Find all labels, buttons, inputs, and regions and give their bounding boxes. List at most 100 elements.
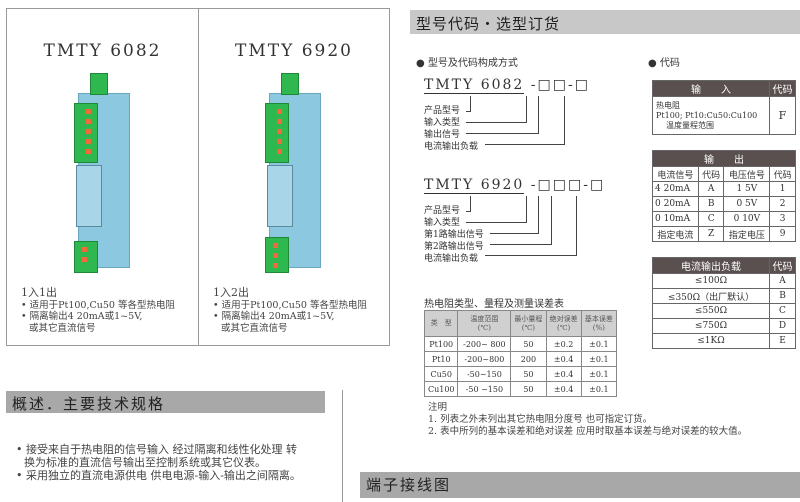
- note: 1. 列表之外未列出其它热电阻分度号 也可指定订货。: [428, 414, 653, 425]
- model-text: TMTY 6082: [424, 77, 525, 94]
- bullet-cont: 或其它直流信号: [29, 322, 96, 334]
- codes-title-text: 代码: [659, 58, 680, 69]
- header: 基本误差 (%): [580, 310, 618, 337]
- label: 产品型号: [424, 206, 461, 216]
- label: 第1路输出信号: [424, 230, 484, 240]
- cell: 1: [769, 181, 796, 197]
- cell: Cu50: [423, 366, 459, 382]
- codes-title: ● 代码: [648, 58, 680, 69]
- product-image: [259, 73, 329, 273]
- cell: D: [769, 318, 796, 334]
- product-title: TMTY 6920: [235, 41, 353, 61]
- cell: ±0.1: [580, 336, 618, 352]
- cell: ≤550Ω: [652, 303, 770, 319]
- bullet-cont: 或其它直流信号: [221, 322, 288, 334]
- cell: Z: [697, 226, 725, 242]
- header: 代码: [769, 257, 796, 274]
- notes: 注明 1. 列表之外未列出其它热电阻分度号 也可指定订货。 2. 表中所列的基本…: [428, 402, 747, 438]
- bullet: 隔离输出4 20mA或1~5V,: [221, 311, 335, 322]
- code-suffix: -□□□-□: [530, 177, 606, 193]
- subheader: 电流信号: [652, 166, 699, 182]
- cell: -200~ 800: [457, 336, 512, 352]
- product-io: 1入2出: [213, 286, 249, 299]
- label: 输入类型: [424, 218, 461, 228]
- cell: 200: [510, 351, 547, 367]
- composition-title-text: 型号及代码构成方式: [427, 58, 518, 69]
- header: 温度范围 (℃): [457, 310, 512, 337]
- cell: -200~800: [457, 351, 512, 367]
- cell: C: [697, 211, 725, 227]
- composition-title: ● 型号及代码构成方式: [416, 58, 518, 69]
- cell: A: [769, 273, 796, 289]
- cell: ±0.2: [545, 336, 582, 352]
- overview-header: 概述．主要技术规格: [6, 391, 325, 413]
- desc: 热电阻: [656, 100, 680, 110]
- header: 代码: [769, 80, 796, 97]
- subheader: 代码: [697, 166, 725, 182]
- cell: -50~150: [457, 366, 512, 382]
- desc: Pt100; Pt10:Cu50:Cu100: [656, 110, 758, 120]
- error-table: 类 型温度范围 (℃)最小量程 (℃)绝对误差 (℃)基本误差 (%) Pt10…: [423, 310, 618, 397]
- cell: 4 20mA: [652, 181, 699, 197]
- bullet: 采用独立的直流电源供电 供电电源-输入-输出之间隔离。: [26, 469, 301, 482]
- desc: 温度量程范围: [666, 120, 714, 130]
- label: 电流输出负载: [424, 142, 479, 152]
- cell: 50: [510, 336, 547, 352]
- error-table-title: 热电阻类型、量程及测量误差表: [424, 299, 564, 310]
- cell: ±0.4: [545, 381, 582, 397]
- cell: ±0.1: [580, 366, 618, 382]
- terminal-header: 端子接线图: [360, 472, 800, 498]
- code2-labels: 产品型号 输入类型 第1路输出信号 第2路输出信号 电流输出负载: [424, 205, 484, 265]
- ordering-header: 型号代码・选型订货: [410, 10, 800, 34]
- bullet: 适用于Pt100,Cu50 等各型热电阻: [221, 299, 367, 311]
- cell: -50 ~150: [457, 381, 512, 397]
- cell: A: [697, 181, 725, 197]
- code1-labels: 产品型号 输入类型 输出信号 电流输出负载: [424, 105, 478, 153]
- subheader: 电压信号: [723, 166, 771, 182]
- cell: ±0.4: [545, 351, 582, 367]
- product-title: TMTY 6082: [43, 41, 162, 61]
- product-description: 1入2出 • 适用于Pt100,Cu50 等各型热电阻 • 隔离输出4 20mA…: [213, 286, 367, 334]
- label: 第2路输出信号: [424, 242, 484, 252]
- cell: ±0.1: [580, 351, 618, 367]
- header: 最小量程 (℃): [510, 310, 547, 337]
- header: 输 出: [652, 150, 796, 167]
- product-description: 1入1出 • 适用于Pt100,Cu50 等各型热电阻 • 隔离输出4 20mA…: [21, 286, 175, 334]
- cell: ±0.4: [545, 366, 582, 382]
- cell: 指定电压: [723, 226, 771, 242]
- bullet: 隔离输出4 20mA或1~5V,: [29, 311, 143, 322]
- cell: 9: [769, 226, 796, 242]
- cell: 50: [510, 381, 547, 397]
- cell: 0 10V: [723, 211, 771, 227]
- cell: ≤350Ω（出厂默认）: [652, 288, 770, 304]
- cell: 3: [769, 211, 796, 227]
- cell: 0 20mA: [652, 196, 699, 212]
- product-io: 1入1出: [21, 286, 57, 299]
- notes-title: 注明: [428, 402, 448, 413]
- cell: Pt100: [423, 336, 459, 352]
- cell: B: [697, 196, 725, 212]
- header: 绝对误差 (℃): [545, 310, 582, 337]
- label: 产品型号: [424, 106, 461, 116]
- overview-bullets: • 接受来自于热电阻的信号输入 经过隔离和线性化处理 转 换为标准的直流信号输出…: [16, 443, 336, 482]
- label: 电流输出负载: [424, 254, 479, 264]
- bullet-cont: 换为标准的直流信号输出至控制系统或其它仪表。: [24, 456, 266, 469]
- product-card-6920: TMTY 6920 1入2出 • 适用于Pt100,Cu50 等各型热电阻 • …: [198, 8, 390, 346]
- cell: ≤750Ω: [652, 318, 770, 334]
- cell: 0 5V: [723, 196, 771, 212]
- header: 输 入: [652, 80, 770, 97]
- divider: [342, 390, 343, 502]
- cell: E: [769, 333, 796, 349]
- label: 输入类型: [424, 118, 461, 128]
- code-suffix: -□□-□: [530, 77, 590, 93]
- label: 输出信号: [424, 130, 461, 140]
- model-text: TMTY 6920: [424, 177, 525, 194]
- note: 2. 表中所列的基本误差和绝对误差 应用时取基本误差与绝对误差的较大值。: [428, 426, 748, 437]
- code1-model: TMTY 6082 -□□-□: [424, 77, 590, 94]
- cell: C: [769, 303, 796, 319]
- cell: 50: [510, 366, 547, 382]
- bullet: 接受来自于热电阻的信号输入 经过隔离和线性化处理 转: [26, 443, 297, 456]
